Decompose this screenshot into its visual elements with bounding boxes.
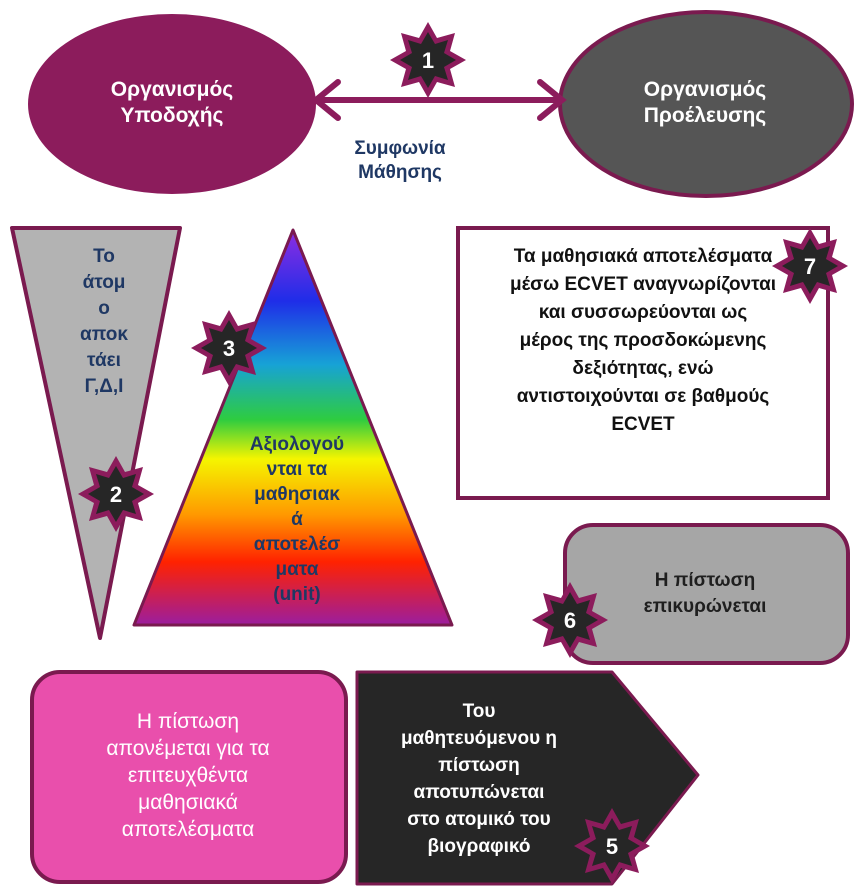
acquire-triangle [10,226,182,640]
badge-3-number: 3 [223,336,235,361]
award-line: απονέμεται για τα [106,737,270,760]
award-line: Η πίστωση [136,710,240,733]
acquire-line: τάει [87,350,121,371]
acquire-line: αποκ [80,324,128,345]
acquire-line: ο [98,298,110,319]
record-line: μαθητευόμενου η [400,728,558,749]
record-line: πίστωση [438,755,520,776]
agreement-line2: Μάθησης [358,161,442,183]
home-org-label: Οργανισμός Προέλευσης [610,77,800,130]
assess-line: ματα [275,559,319,580]
agreement-label: Συμφωνία Μάθησης [320,137,480,185]
assess-line: Αξιολογού [249,434,345,455]
recognition-label: Τα μαθησιακά αποτελέσματα μέσω ECVET ανα… [462,243,824,439]
validation-label: Η πίστωση επικυρώνεται [600,568,810,620]
host-org-label: Οργανισμός Υποδοχής [82,77,262,130]
assess-line: μαθησιακ [254,484,340,505]
badge-5-number: 5 [606,834,618,859]
recognition-line: ECVET [611,414,675,435]
agreement-line1: Συμφωνία [354,138,446,159]
award-line: επιτευχθέντα [127,764,249,787]
validation-line: Η πίστωση [654,570,756,591]
acquire-label: Το άτομ ο αποκ τάει Γ,Δ,Ι [72,244,136,400]
record-line: βιογραφικό [427,836,531,857]
host-org-ellipse [28,14,316,194]
badge-1-number: 1 [422,48,434,73]
acquire-line: Γ,Δ,Ι [84,376,124,397]
validation-line: επικυρώνεται [643,596,767,617]
recognition-line: και συσσωρεύονται ως [538,302,748,323]
record-label: Του μαθητευόμενου η πίστωση αποτυπώνεται… [364,698,594,860]
assess-label: Αξιολογού νται τα μαθησιακ ά αποτελέσ μα… [222,432,372,607]
badge-3 [191,310,267,386]
recognition-line: δεξιότητας, ενώ [572,358,714,379]
home-org-line2: Προέλευσης [643,104,767,128]
badge-2-number: 2 [110,482,122,507]
assess-triangle [132,228,454,627]
assess-line: (unit) [273,584,321,605]
badge-1 [390,22,466,98]
host-org-line1: Οργανισμός [110,78,234,101]
recognition-line: μέσω ECVET αναγνωρίζονται [509,274,777,295]
recognition-line: Τα μαθησιακά αποτελέσματα [513,246,773,267]
badge-2 [78,456,154,532]
assess-line: ά [291,509,303,530]
award-line: αποτελέσματα [121,818,255,841]
badge-6-number: 6 [564,608,576,633]
record-line: Του [462,701,496,722]
badge-7 [772,228,848,304]
assess-line: αποτελέσ [253,534,341,555]
badge-7-number: 7 [804,254,816,279]
assess-line: νται τα [266,459,328,480]
badge-6 [532,582,608,658]
recognition-line: μέρος της προσδοκώμενης [519,330,767,351]
record-line: στο ατομικό του [407,809,551,830]
host-org-line2: Υποδοχής [120,104,224,128]
record-line: αποτυπώνεται [413,782,545,803]
acquire-line: Το [93,246,115,267]
award-label: Η πίστωση απονέμεται για τα επιτευχθέντα… [48,708,328,843]
agreement-double-arrow [311,79,567,121]
acquire-line: άτομ [82,272,126,293]
home-org-line1: Οργανισμός [643,78,767,101]
award-line: μαθησιακά [138,791,238,814]
recognition-line: αντιστοιχούνται σε βαθμούς [516,386,770,407]
badge-5 [574,808,650,884]
recognition-box [456,226,830,500]
award-box [30,670,348,884]
